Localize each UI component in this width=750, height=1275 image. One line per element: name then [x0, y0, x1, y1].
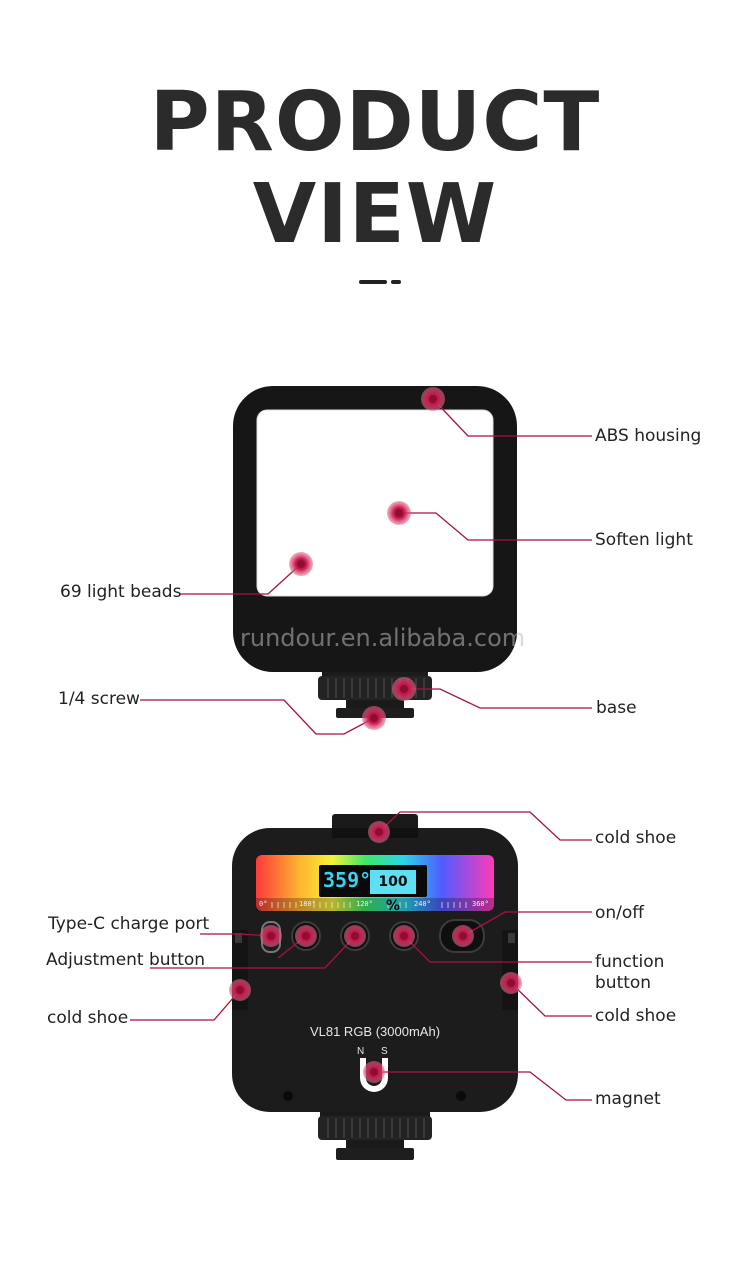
- magnet-s: S: [381, 1046, 388, 1057]
- label-cold-shoe-right: cold shoe: [595, 1006, 677, 1026]
- label-adjustment: Adjustment button: [46, 950, 206, 970]
- scale-240: 240°: [414, 900, 431, 908]
- scale-120: 120°: [356, 900, 373, 908]
- title-line-1: PRODUCT: [149, 75, 601, 170]
- scale-0: 0°: [259, 900, 268, 908]
- label-cold-shoe-top: cold shoe: [595, 828, 677, 848]
- screen-degree: 359°: [323, 868, 372, 892]
- label-soften-light: Soften light: [595, 530, 693, 550]
- title-line-2: VIEW: [252, 167, 498, 262]
- leader-lines-front: [140, 398, 592, 735]
- scale-180: 180°: [299, 900, 316, 908]
- label-function-1: function: [595, 952, 665, 972]
- label-abs-housing: ABS housing: [595, 426, 702, 446]
- label-type-c: Type-C charge port: [48, 914, 210, 934]
- label-base: base: [596, 698, 637, 718]
- leader-lines-back: [130, 811, 592, 1101]
- label-screw: 1/4 screw: [58, 689, 140, 709]
- label-magnet: magnet: [595, 1089, 661, 1109]
- label-light-beads: 69 light beads: [60, 582, 182, 602]
- marker-dots-back: [229, 821, 522, 1083]
- label-function-2: button: [595, 973, 652, 993]
- label-on-off: on/off: [595, 903, 645, 923]
- marker-dots-front: [289, 387, 445, 730]
- watermark: rundour.en.alibaba.com: [240, 624, 526, 652]
- title-divider-dot: [391, 280, 401, 284]
- model-text: VL81 RGB (3000mAh): [309, 1024, 441, 1039]
- label-cold-shoe-left: cold shoe: [47, 1008, 129, 1028]
- scale-360: 360°: [472, 900, 489, 908]
- title-divider: [359, 280, 387, 284]
- magnet-n: N: [357, 1046, 365, 1057]
- screen-percent: 100 %: [370, 870, 416, 914]
